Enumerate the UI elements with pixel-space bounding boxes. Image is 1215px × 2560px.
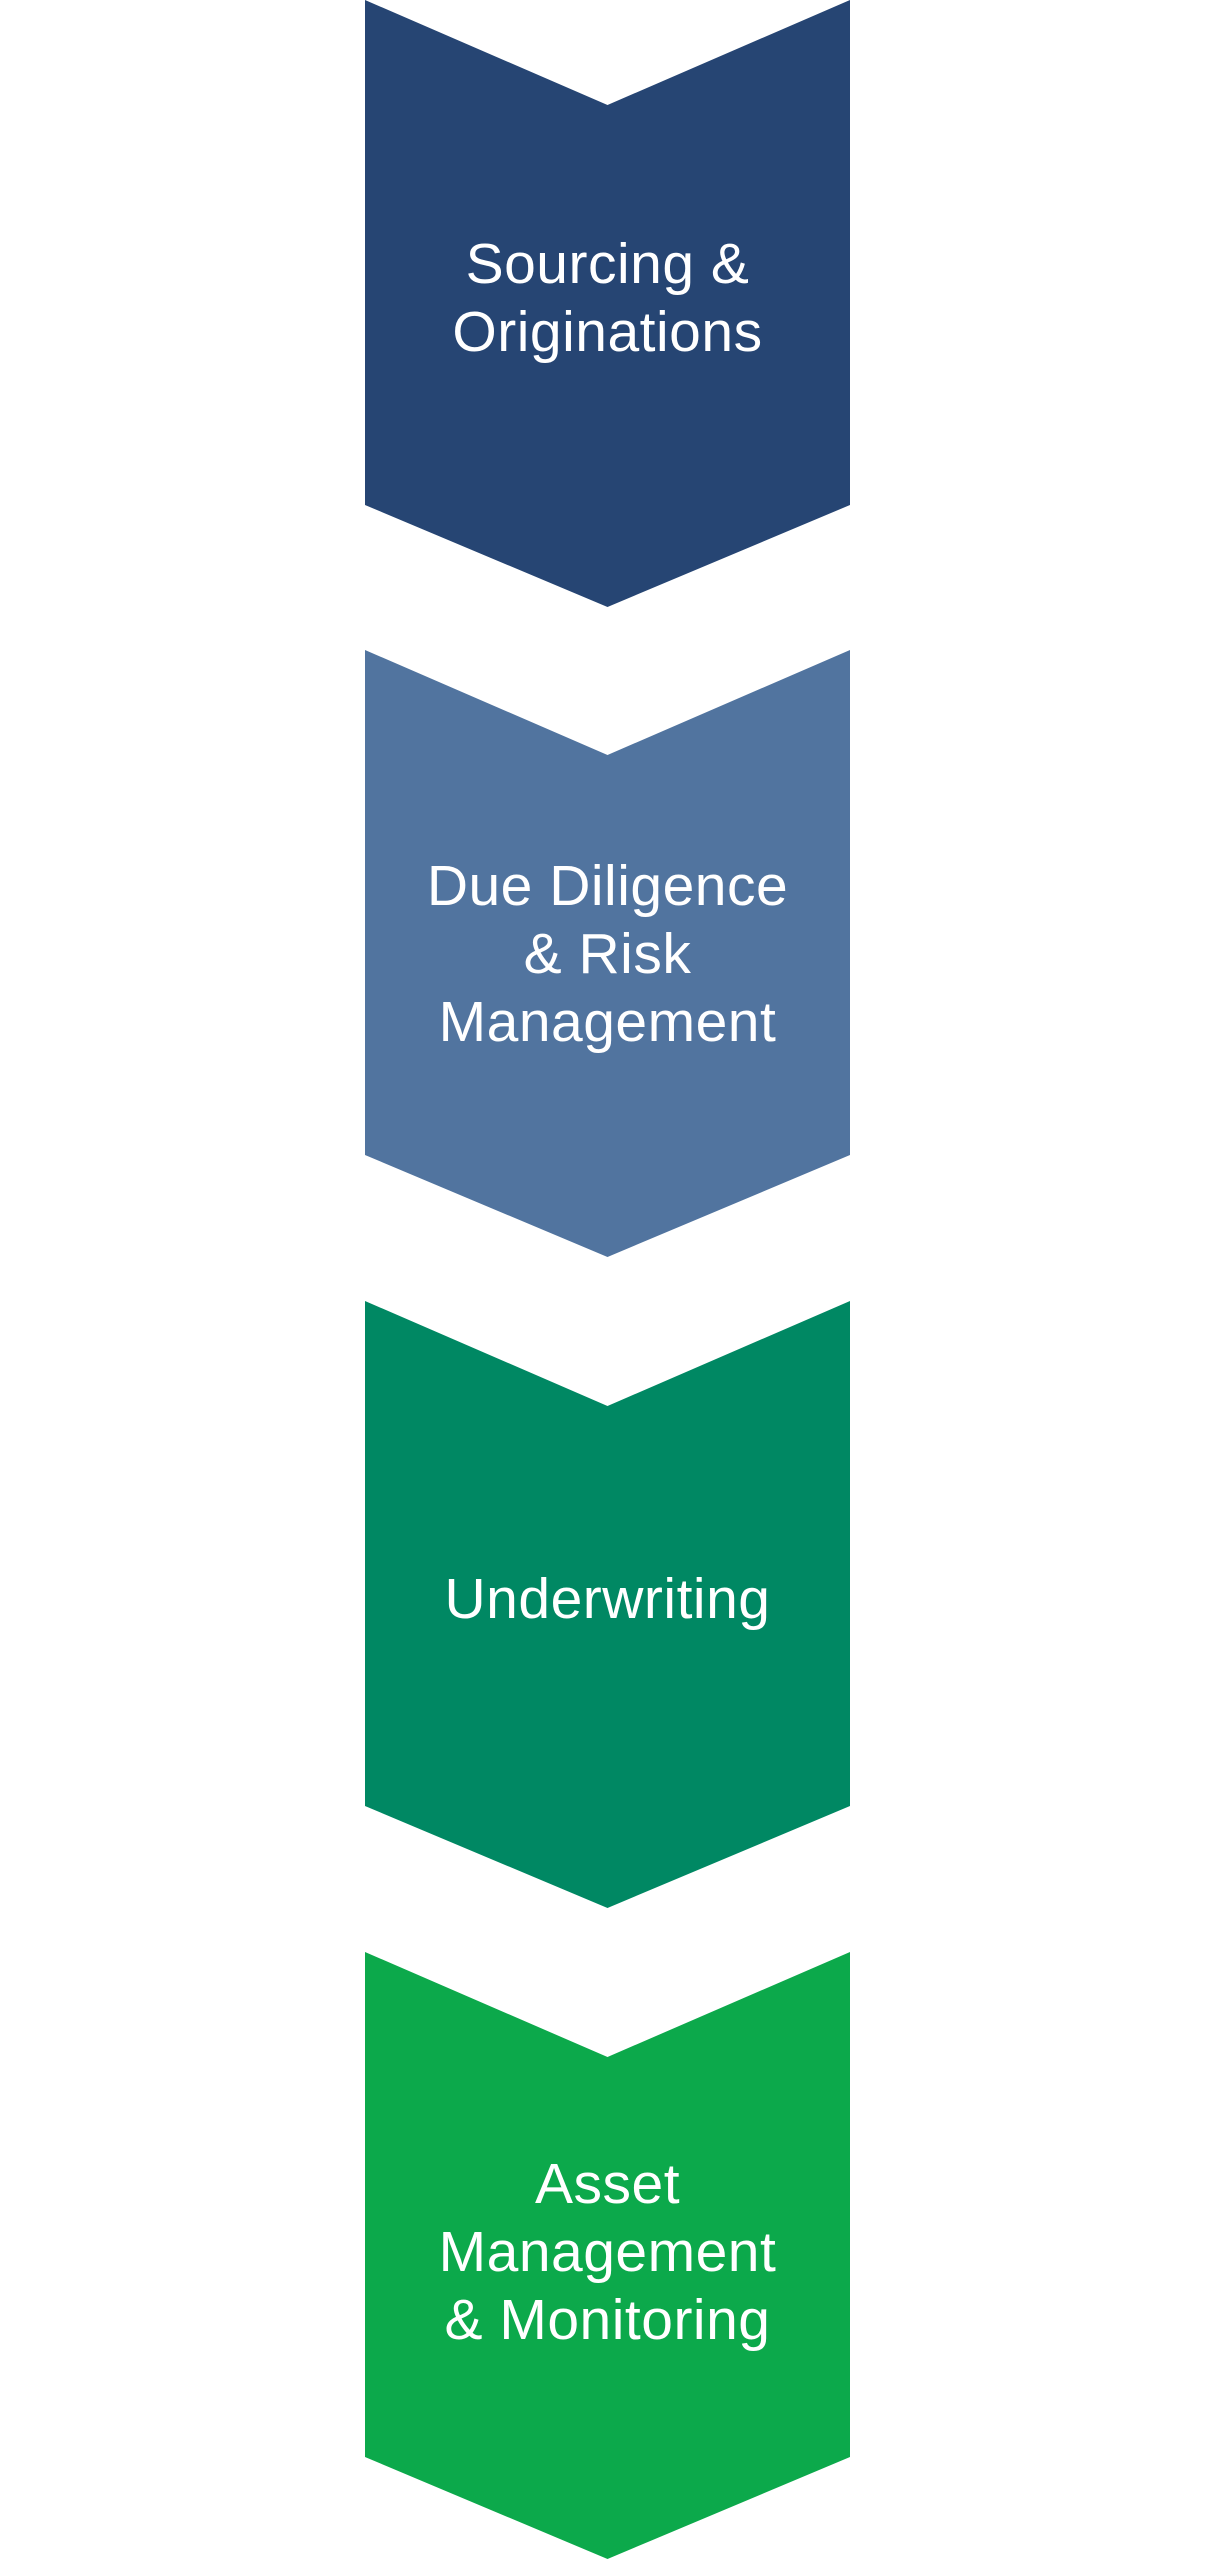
- step-label: Sourcing & Originations: [365, 230, 850, 366]
- step-asset-management-monitoring: Asset Management & Monitoring: [365, 1952, 850, 2559]
- step-due-diligence-risk-management: Due Diligence & Risk Management: [365, 650, 850, 1257]
- chevron-arrow-shape: [365, 0, 850, 607]
- chevron-arrow-shape: [365, 650, 850, 1257]
- step-label-line: Asset: [534, 2152, 681, 2216]
- step-label-line: Management: [438, 990, 777, 1054]
- step-label: Due Diligence & Risk Management: [365, 852, 850, 1056]
- step-label-line: Due Diligence: [426, 854, 789, 918]
- chevron-fill: [365, 1952, 850, 2559]
- step-label-line: Sourcing &: [465, 232, 750, 296]
- step-label-line: & Risk: [523, 922, 692, 986]
- step-sourcing-originations: Sourcing & Originations: [365, 0, 850, 607]
- step-label-line: Underwriting: [444, 1567, 771, 1631]
- chevron-fill: [365, 650, 850, 1257]
- chevron-fill: [365, 0, 850, 607]
- step-label: Asset Management & Monitoring: [365, 2150, 850, 2354]
- chevron-arrow-shape: [365, 1301, 850, 1908]
- chevron-fill: [365, 1301, 850, 1908]
- step-label-line: Management: [438, 2220, 777, 2284]
- step-label-line: & Monitoring: [444, 2288, 771, 2352]
- step-label: Underwriting: [365, 1565, 850, 1633]
- chevron-arrow-shape: [365, 1952, 850, 2559]
- step-underwriting: Underwriting: [365, 1301, 850, 1908]
- step-label-line: Originations: [452, 300, 763, 364]
